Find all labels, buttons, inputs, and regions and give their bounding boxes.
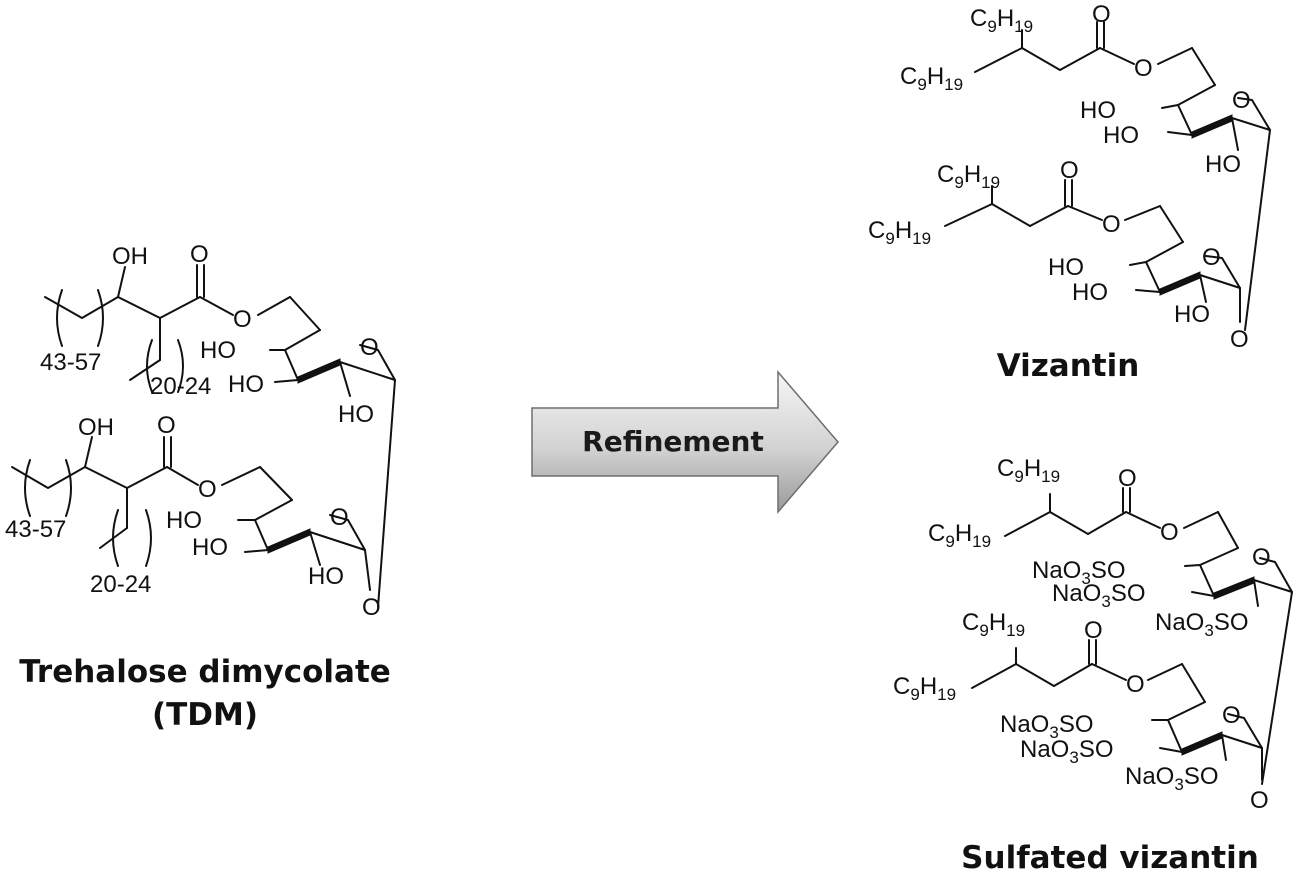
sulfated-lower-glucose: NaO3SO NaO3SO NaO3SO O O (1000, 701, 1269, 814)
vizantin-lower-alkyl-2: C9H19 (868, 217, 931, 248)
sulfated-upper-carbonyl-oxygen: O (1118, 465, 1137, 492)
sulfated-upper-alkyl-2: C9H19 (928, 520, 991, 551)
tdm-upper-ester-oxygen: O (233, 306, 252, 333)
vizantin-upper-glucose: HO HO HO O (1080, 84, 1271, 331)
tdm-lower-mycolate: OH O O 43-57 20-24 (5, 412, 293, 598)
tdm-upper-hydroxyl-4: HO (200, 337, 236, 364)
tdm-lower-mero-range: 43-57 (5, 516, 66, 543)
sulfated-upper-lipid: C9H19 C9H19 O O (928, 455, 1239, 551)
vizantin-upper-ring-oxygen: O (1232, 87, 1251, 114)
vizantin-lower-carbonyl-oxygen: O (1060, 157, 1079, 184)
sulfated-upper-glucose: NaO3SO NaO3SO NaO3SO O (1032, 544, 1293, 785)
tdm-lower-hydroxyl: OH (78, 414, 114, 441)
sulfated-lower-sulfate-4: NaO3SO (1000, 711, 1094, 742)
sulfated-lower-alkyl-2: C9H19 (893, 673, 956, 704)
tdm-lower-ester-oxygen: O (198, 476, 217, 503)
tdm-lower-carbonyl-oxygen: O (157, 412, 176, 439)
tdm-lower-hydroxyl-3: HO (192, 534, 228, 561)
vizantin-upper-hydroxyl-4: HO (1080, 97, 1116, 124)
vizantin-name: Vizantin (997, 348, 1140, 384)
tdm-upper-alpha-range: 20-24 (150, 373, 211, 400)
tdm-lower-hydroxyl-4: HO (166, 507, 202, 534)
sulfated-upper-alkyl-1: C9H19 (997, 455, 1060, 486)
sulfated-upper-ring-oxygen: O (1252, 544, 1271, 571)
vizantin-upper-hydroxyl-2: HO (1205, 151, 1241, 178)
tdm-upper-hydroxyl: OH (112, 243, 148, 270)
tdm-upper-hydroxyl-2: HO (338, 401, 374, 428)
vizantin-upper-lipid: C9H19 C9H19 O O (900, 1, 1216, 94)
vizantin-lower-hydroxyl-2: HO (1174, 301, 1210, 328)
tdm-upper-carbonyl-oxygen: O (190, 241, 209, 268)
sulfated-lower-ester-oxygen: O (1126, 671, 1145, 698)
vizantin-upper-alkyl-2: C9H19 (900, 63, 963, 94)
tdm-lower-alpha-range: 20-24 (90, 571, 151, 598)
vizantin-upper-alkyl-1: C9H19 (970, 5, 1033, 36)
sulfated-lower-alkyl-1: C9H19 (962, 609, 1025, 640)
vizantin-glycosidic-oxygen: O (1230, 326, 1249, 353)
tdm-lower-ring-oxygen: O (330, 504, 349, 531)
sulfated-vizantin-structure: C9H19 C9H19 O O NaO3SO NaO3SO NaO3SO O (893, 455, 1293, 876)
tdm-name: Trehalose dimycolate (19, 654, 391, 690)
sulfated-glycosidic-oxygen: O (1250, 787, 1269, 814)
arrow-label: Refinement (582, 425, 764, 458)
refinement-arrow: Refinement (531, 369, 839, 515)
sulfated-upper-sulfate-3: NaO3SO (1052, 580, 1146, 611)
sulfated-lower-sulfate-2: NaO3SO (1125, 763, 1219, 794)
vizantin-upper-carbonyl-oxygen: O (1092, 1, 1111, 28)
tdm-lower-hydroxyl-2: HO (308, 563, 344, 590)
vizantin-lower-hydroxyl-3: HO (1072, 279, 1108, 306)
tdm-upper-mycolate: OH O O 43-57 20-24 (40, 241, 321, 400)
sulfated-upper-ester-oxygen: O (1160, 519, 1179, 546)
tdm-upper-hydroxyl-3: HO (228, 371, 264, 398)
vizantin-upper-hydroxyl-3: HO (1103, 122, 1139, 149)
sulfated-lower-carbonyl-oxygen: O (1084, 617, 1103, 644)
vizantin-upper-ester-oxygen: O (1134, 55, 1153, 82)
vizantin-lower-hydroxyl-4: HO (1048, 254, 1084, 281)
vizantin-lower-glucose: HO HO HO O O (1048, 241, 1249, 353)
sulfated-vizantin-name: Sulfated vizantin (961, 840, 1259, 876)
tdm-glycosidic-oxygen: O (362, 594, 381, 621)
sulfated-upper-sulfate-4: NaO3SO (1032, 557, 1126, 588)
sulfated-lower-ring-oxygen: O (1222, 702, 1241, 729)
tdm-lower-glucose: HO HO HO O O (166, 499, 381, 621)
sulfated-lower-sulfate-3: NaO3SO (1020, 736, 1114, 767)
sulfated-lower-lipid: C9H19 C9H19 O O (893, 609, 1206, 704)
tdm-structure: OH O O 43-57 20-24 HO HO HO O (5, 241, 396, 733)
vizantin-lower-ester-oxygen: O (1102, 211, 1121, 238)
vizantin-lower-lipid: C9H19 C9H19 O O (868, 157, 1184, 248)
tdm-abbreviation: (TDM) (152, 697, 258, 733)
sulfated-upper-sulfate-2: NaO3SO (1155, 609, 1249, 640)
vizantin-lower-alkyl-1: C9H19 (937, 161, 1000, 192)
vizantin-structure: C9H19 C9H19 O O HO HO HO O (868, 1, 1271, 384)
tdm-upper-glucose: HO HO HO O (200, 329, 396, 608)
tdm-upper-ring-oxygen: O (360, 334, 379, 361)
tdm-upper-mero-range: 43-57 (40, 349, 101, 376)
vizantin-lower-ring-oxygen: O (1202, 244, 1221, 271)
